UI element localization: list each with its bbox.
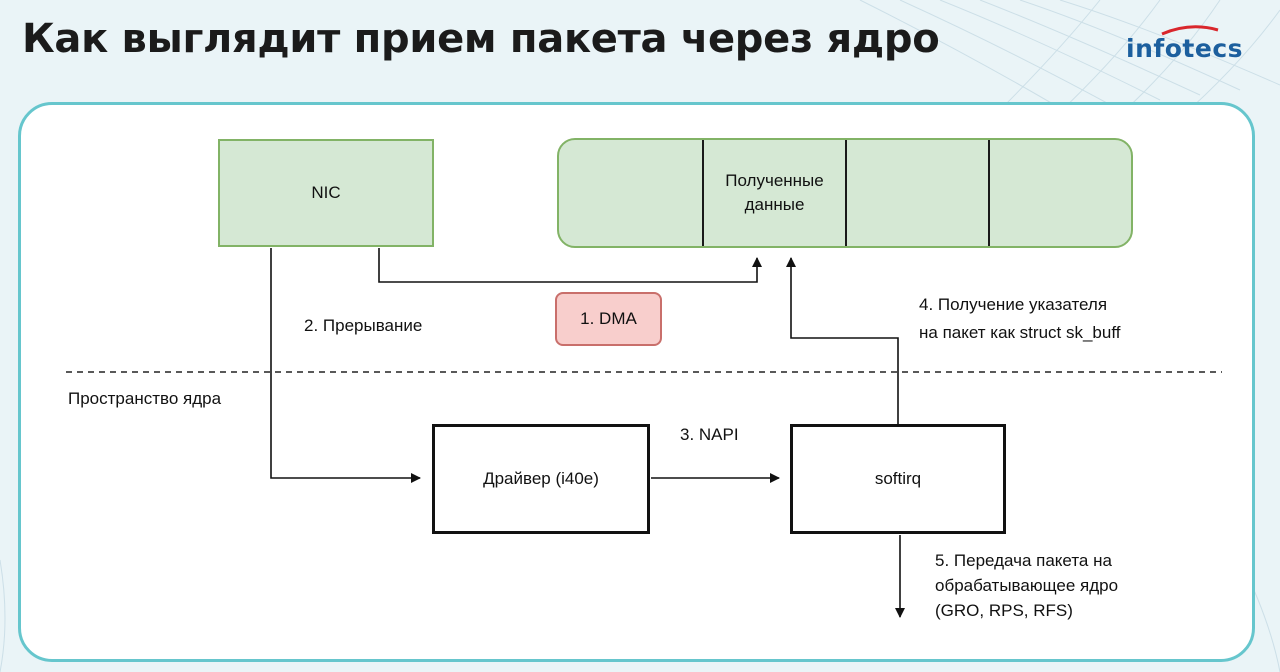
interrupt-label: 2. Прерывание: [304, 316, 423, 335]
nic-box: NIC: [218, 139, 434, 247]
buffer-divider: [702, 140, 704, 246]
nic-label: NIC: [311, 183, 341, 202]
handoff-label-line1: 5. Передача пакета на: [935, 551, 1112, 570]
buffer-divider: [988, 140, 990, 246]
handoff-label-line2: обрабатывающее ядро: [935, 576, 1119, 595]
softirq-box: softirq: [790, 424, 1006, 534]
kernel-space-label: Пространство ядра: [68, 389, 222, 408]
slide-title: Как выглядит прием пакета через ядро: [22, 16, 940, 62]
handoff-label-line3: (GRO, RPS, RFS): [935, 601, 1073, 620]
dma-box: 1. DMA: [555, 292, 662, 346]
logo-swoosh-icon: [1161, 25, 1219, 36]
buffer-divider: [845, 140, 847, 246]
pointer-label-line2: на пакет как struct sk_buff: [919, 323, 1121, 342]
received-data-label: Полученные данные: [725, 171, 824, 214]
dma-label: 1. DMA: [580, 309, 637, 328]
softirq-label: softirq: [874, 469, 922, 488]
infotecs-logo: infotecs: [1126, 24, 1266, 68]
buffer-cell-received: Полученные данные: [704, 140, 845, 246]
logo-text: infotecs: [1126, 34, 1244, 63]
interrupt-arrow: [270, 248, 421, 483]
pointer-label-line1: 4. Получение указателя: [919, 295, 1108, 314]
receive-buffer: Полученные данные: [557, 138, 1133, 248]
driver-box: Драйвер (i40e): [432, 424, 650, 534]
dma-arrow: [378, 248, 762, 283]
driver-label: Драйвер (i40e): [483, 469, 599, 488]
pointer-arrow: [786, 257, 899, 424]
napi-label: 3. NAPI: [680, 425, 739, 444]
